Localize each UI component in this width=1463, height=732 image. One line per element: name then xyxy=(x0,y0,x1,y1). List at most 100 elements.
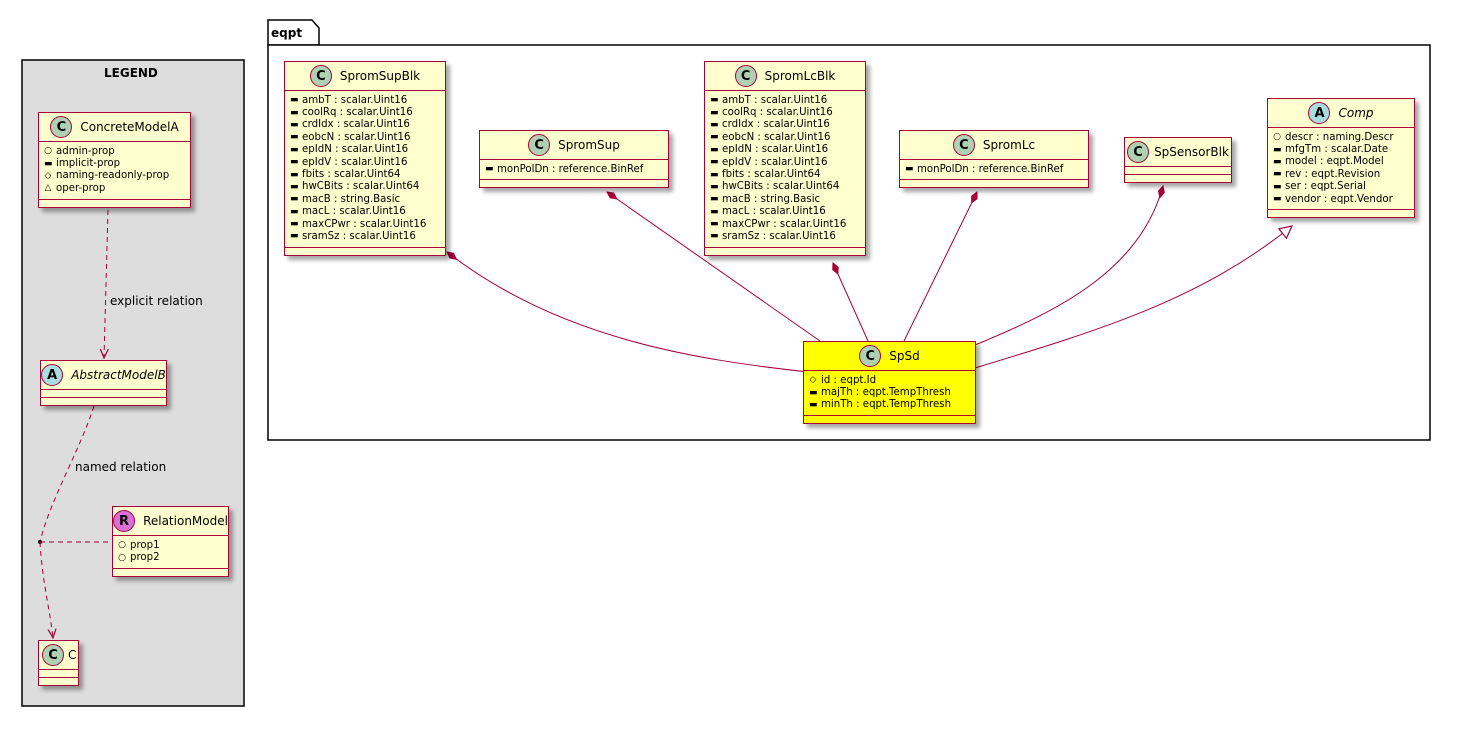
class-icon: C xyxy=(309,65,332,87)
attribute-text: prop1 xyxy=(130,539,160,551)
named-relation-line xyxy=(39,405,95,543)
attribute-row: ○prop1 xyxy=(118,539,223,551)
attribute-text: naming-readonly-prop xyxy=(56,170,170,182)
attribute-text: maxCPwr : scalar.Uint16 xyxy=(722,218,847,230)
relation-class-icon: R xyxy=(113,510,136,532)
attribute-text: id : eqpt.Id xyxy=(821,374,877,386)
package-name: eqpt xyxy=(271,26,303,40)
composition-spromsup-spsd xyxy=(607,192,821,342)
attribute-text: prop2 xyxy=(130,552,160,564)
attribute-text: monPolDn : reference.BinRef xyxy=(917,163,1064,175)
visibility-icon: ▬ xyxy=(1273,181,1282,192)
visibility-icon: ▬ xyxy=(290,157,299,168)
composition-spromlcblk-spsd xyxy=(833,263,869,342)
named-relation-arrow xyxy=(39,541,53,638)
attribute-row: ▬sramSz : scalar.Uint16 xyxy=(290,230,440,242)
attribute-text: epIdN : scalar.Uint16 xyxy=(302,144,409,156)
visibility-icon: ▬ xyxy=(710,132,719,143)
attribute-row: ▬macB : string.Basic xyxy=(290,193,440,205)
abstract-class-icon: A xyxy=(41,364,64,386)
attribute-text: sramSz : scalar.Uint16 xyxy=(722,230,836,242)
visibility-icon: ▬ xyxy=(710,169,719,180)
attribute-list: ▬monPolDn : reference.BinRef xyxy=(480,160,668,181)
composition-spromsupblk-spsd xyxy=(447,252,809,373)
visibility-icon: ▬ xyxy=(290,206,299,217)
attribute-text: fbits : scalar.Uint64 xyxy=(722,169,821,181)
visibility-icon: ▬ xyxy=(485,164,494,175)
visibility-icon: ▬ xyxy=(905,164,914,175)
visibility-icon: ▬ xyxy=(710,157,719,168)
abstract-class-icon: A xyxy=(1308,102,1331,124)
class-icon: C xyxy=(42,644,64,666)
attribute-text: implicit-prop xyxy=(56,158,121,170)
attribute-row: ▬ambT : scalar.Uint16 xyxy=(710,94,860,106)
class-name: SpromLc xyxy=(982,138,1036,152)
attribute-row: ▬monPolDn : reference.BinRef xyxy=(485,163,663,175)
visibility-icon: ○ xyxy=(1273,132,1281,143)
visibility-icon: ▬ xyxy=(290,144,299,155)
visibility-icon: ▬ xyxy=(1273,169,1282,180)
attribute-list: ○descr : naming.Descr▬mfgTm : scalar.Dat… xyxy=(1268,128,1414,211)
attribute-text: descr : naming.Descr xyxy=(1285,131,1394,143)
attribute-row: ▬sramSz : scalar.Uint16 xyxy=(710,230,860,242)
class-name: Comp xyxy=(1338,106,1374,120)
attribute-row: ▬ambT : scalar.Uint16 xyxy=(290,94,440,106)
attribute-row: ▬epIdV : scalar.Uint16 xyxy=(290,156,440,168)
visibility-icon: ▬ xyxy=(290,231,299,242)
attribute-row: ▬minTh : eqpt.TempThresh xyxy=(809,399,970,411)
visibility-icon: ▬ xyxy=(809,399,818,410)
attribute-text: macL : scalar.Uint16 xyxy=(302,206,406,218)
attribute-row: ◇naming-readonly-prop xyxy=(44,170,185,182)
attribute-row: ▬fbits : scalar.Uint64 xyxy=(710,168,860,180)
attribute-list: ○admin-prop▬implicit-prop◇naming-readonl… xyxy=(39,142,190,200)
visibility-icon: ▬ xyxy=(290,107,299,118)
class-name: SpromLcBlk xyxy=(764,69,836,83)
attribute-row: ▬implicit-prop xyxy=(44,157,185,169)
attribute-text: ambT : scalar.Uint16 xyxy=(722,94,828,106)
attribute-text: epIdV : scalar.Uint16 xyxy=(722,156,828,168)
attribute-row: ▬hwCBits : scalar.Uint64 xyxy=(290,181,440,193)
attribute-text: ambT : scalar.Uint16 xyxy=(302,94,408,106)
visibility-icon: ▬ xyxy=(44,158,53,169)
class-name: RelationModel xyxy=(143,514,228,528)
visibility-icon: ▬ xyxy=(710,219,719,230)
attribute-row: ▬macL : scalar.Uint16 xyxy=(290,206,440,218)
visibility-icon: ▬ xyxy=(290,119,299,130)
attribute-text: oper-prop xyxy=(56,182,106,194)
visibility-icon: ▬ xyxy=(290,194,299,205)
attribute-text: eobcN : scalar.Uint16 xyxy=(722,131,831,143)
attribute-list: ◇id : eqpt.Id▬majTh : eqpt.TempThresh▬mi… xyxy=(804,371,975,417)
class-name: C xyxy=(68,648,77,662)
visibility-icon: ▬ xyxy=(710,194,719,205)
attribute-text: hwCBits : scalar.Uint64 xyxy=(722,181,840,193)
attribute-row: △oper-prop xyxy=(44,182,185,194)
attribute-row: ▬maxCPwr : scalar.Uint16 xyxy=(710,218,860,230)
attribute-text: maxCPwr : scalar.Uint16 xyxy=(302,218,427,230)
visibility-icon: ▬ xyxy=(710,206,719,217)
attribute-row: ▬epIdN : scalar.Uint16 xyxy=(710,144,860,156)
visibility-icon: ▬ xyxy=(710,181,719,192)
attribute-list: ▬monPolDn : reference.BinRef xyxy=(900,160,1088,181)
attribute-row: ▬eobcN : scalar.Uint16 xyxy=(290,131,440,143)
attribute-row: ▬rev : eqpt.Revision xyxy=(1273,168,1409,180)
attribute-row: ▬coolRq : scalar.Uint16 xyxy=(710,106,860,118)
package-tab xyxy=(267,19,320,46)
attribute-row: ▬vendor : eqpt.Vendor xyxy=(1273,193,1409,205)
attribute-row: ▬macB : string.Basic xyxy=(710,193,860,205)
attribute-text: macB : string.Basic xyxy=(722,193,821,205)
attribute-text: epIdV : scalar.Uint16 xyxy=(302,156,408,168)
visibility-icon: ▬ xyxy=(710,144,719,155)
attribute-text: vendor : eqpt.Vendor xyxy=(1285,193,1393,205)
attribute-text: coolRq : scalar.Uint16 xyxy=(722,107,833,119)
